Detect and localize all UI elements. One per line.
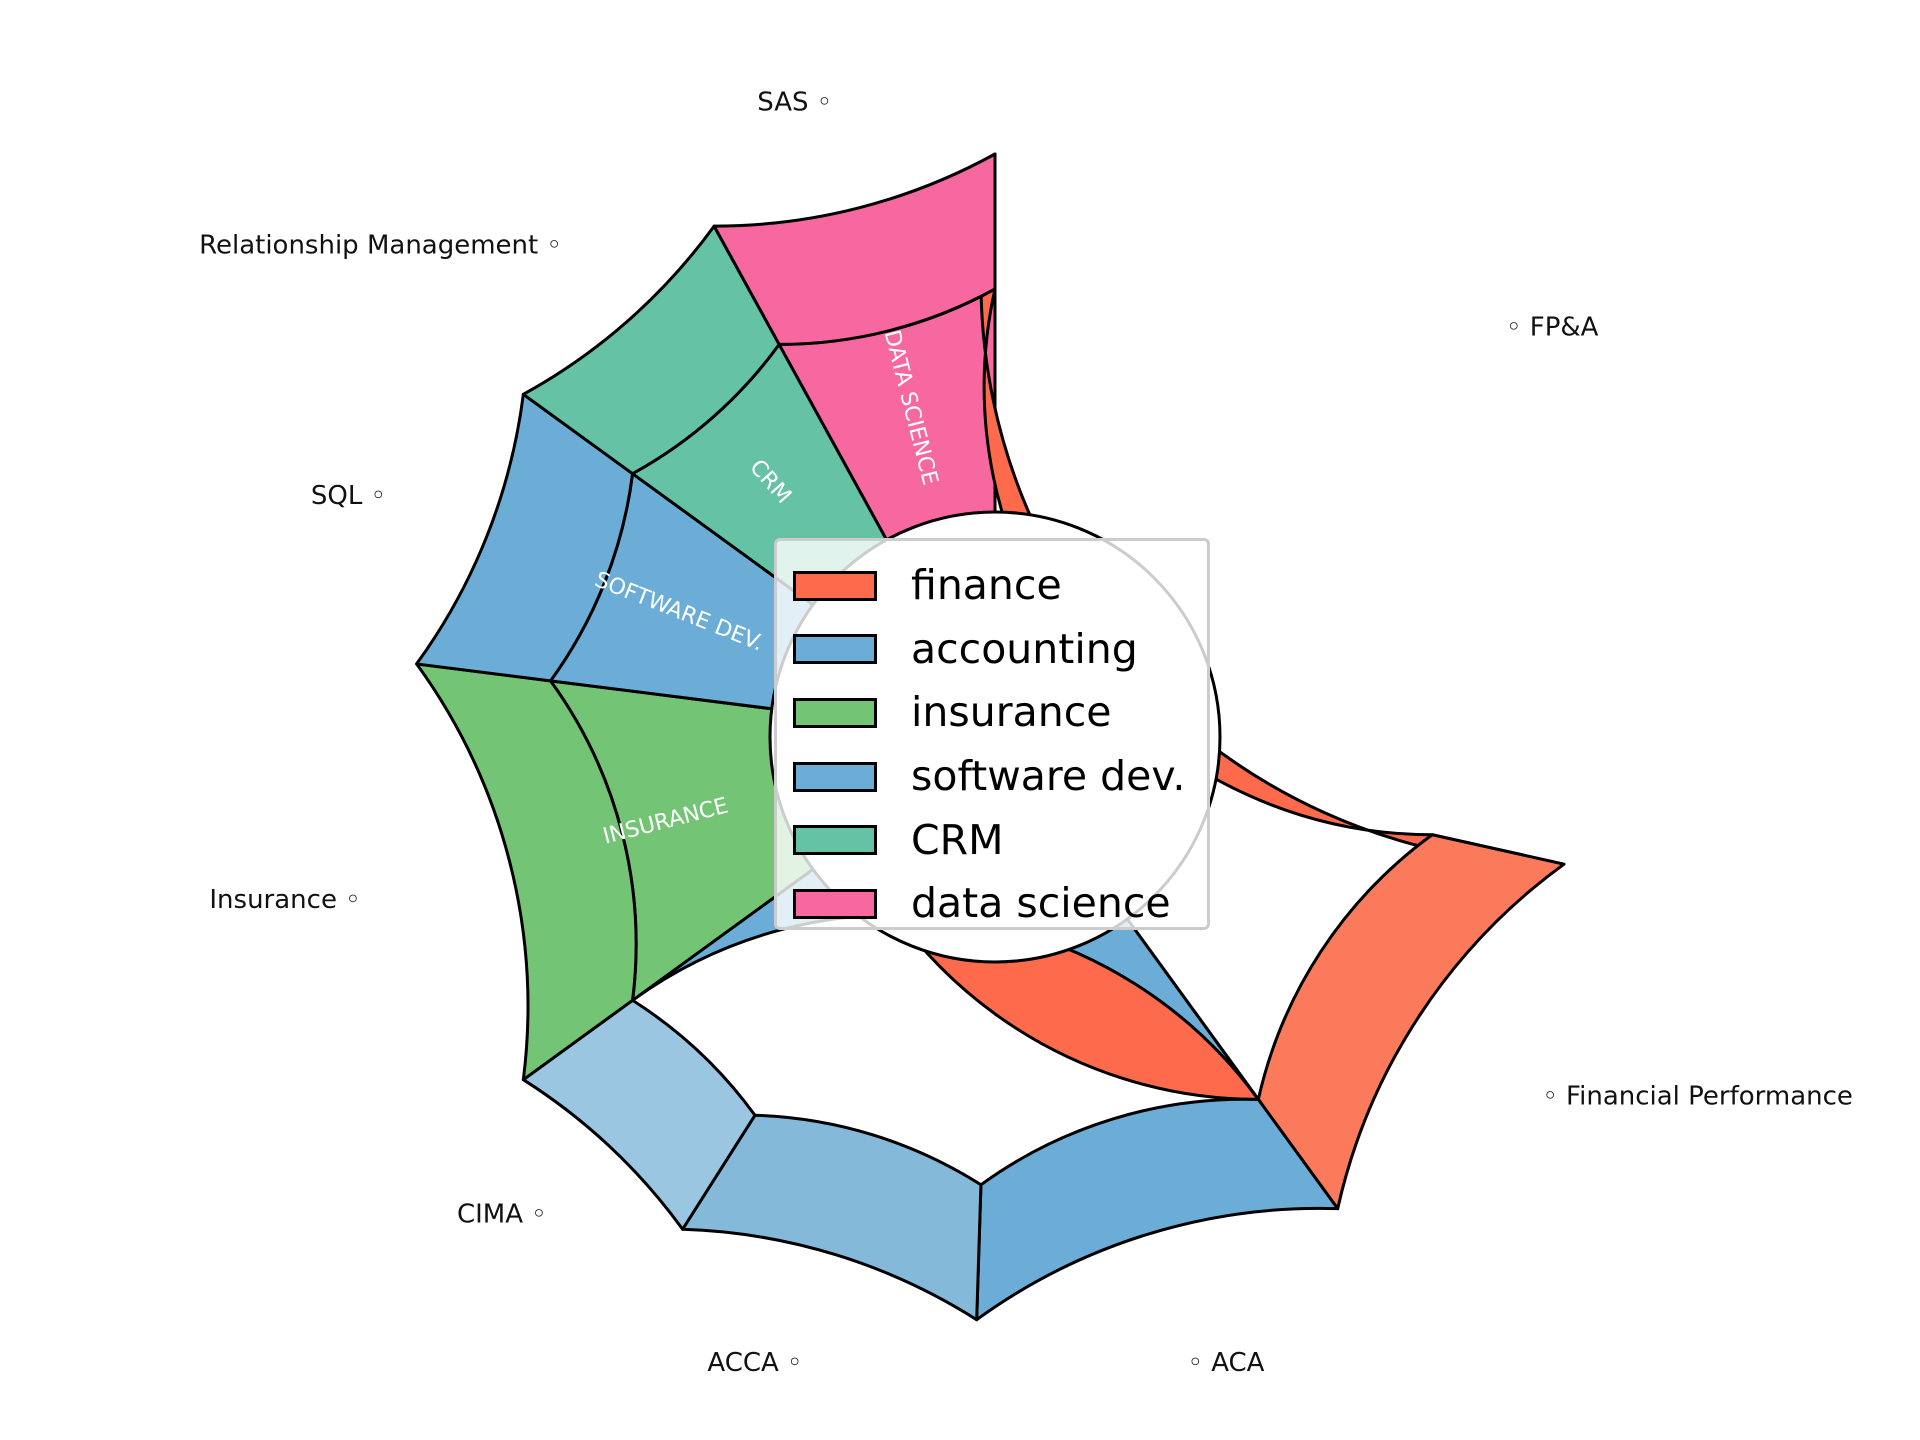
inner-label-finance: FINANCE xyxy=(1269,605,1368,659)
legend-label-finance: finance xyxy=(911,561,1062,610)
outer-label-relationship-management: Relationship Management ◦ xyxy=(199,231,562,261)
outer-label-insurance: Insurance ◦ xyxy=(209,885,360,915)
legend-item-finance: finance xyxy=(793,554,1207,618)
legend-label-data-science: data science xyxy=(911,879,1171,928)
legend: finance accounting insurance software de… xyxy=(774,538,1210,930)
outer-label-sql: SQL ◦ xyxy=(311,481,386,511)
legend-label-accounting: accounting xyxy=(911,624,1138,673)
outer-label-sas: SAS ◦ xyxy=(757,88,832,118)
legend-item-software-dev: software dev. xyxy=(793,745,1207,809)
outer-segment-aca xyxy=(975,1097,1340,1322)
legend-swatch-finance xyxy=(793,570,877,601)
outer-segment-acca xyxy=(681,1113,983,1322)
legend-swatch-data-science xyxy=(793,888,877,919)
legend-item-crm: CRM xyxy=(793,808,1207,872)
outer-segment-insurance xyxy=(415,662,638,1082)
outer-segment-sql xyxy=(415,392,635,683)
outer-label-cima: CIMA ◦ xyxy=(457,1199,547,1229)
outer-segment-sas xyxy=(712,152,997,346)
outer-label-acca: ACCA ◦ xyxy=(707,1348,802,1378)
legend-item-data-science: data science xyxy=(793,872,1207,936)
inner-label-accounting: ACCOUNTING xyxy=(918,997,966,1148)
legend-swatch-insurance xyxy=(793,697,877,728)
legend-item-insurance: insurance xyxy=(793,681,1207,745)
outer-label-financial-performance: ◦ Financial Performance xyxy=(1542,1082,1852,1112)
outer-ring-labels: ◦ FP&A ◦ Financial Performance ◦ ACA ACCA ◦… xyxy=(199,88,1853,1378)
outer-segment-cima xyxy=(521,998,757,1231)
outer-segment-relationship-management xyxy=(521,224,781,476)
outer-label-aca: ◦ ACA xyxy=(1188,1348,1265,1378)
legend-swatch-software-dev xyxy=(793,761,877,792)
legend-swatch-accounting xyxy=(793,634,877,665)
legend-label-insurance: insurance xyxy=(911,688,1112,737)
outer-label-fp-a: ◦ FP&A xyxy=(1506,312,1599,342)
legend-item-accounting: accounting xyxy=(793,618,1207,682)
legend-label-crm: CRM xyxy=(911,815,1004,864)
outer-segment-financial-performance xyxy=(1256,833,1566,1211)
legend-label-software-dev: software dev. xyxy=(911,752,1186,801)
legend-swatch-crm xyxy=(793,825,877,856)
